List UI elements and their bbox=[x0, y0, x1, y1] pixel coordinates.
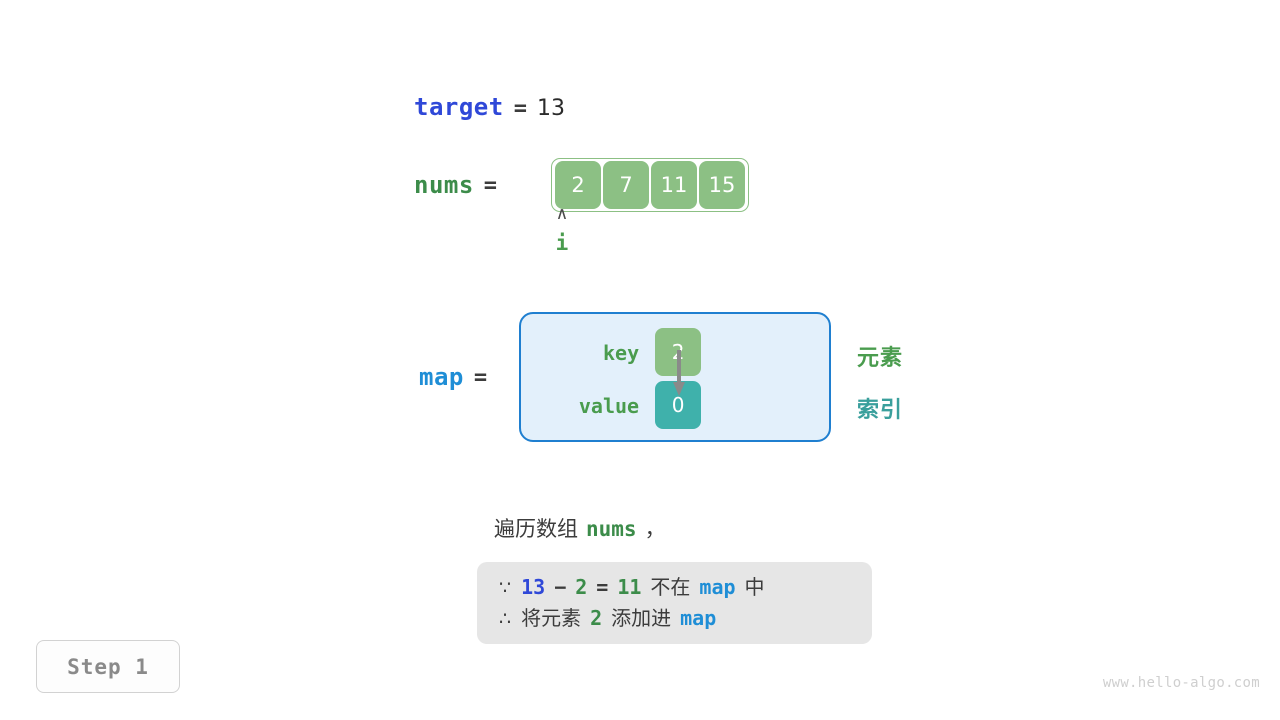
explain-complement-value: 11 bbox=[617, 575, 642, 599]
caption-prefix: 遍历数组 bbox=[494, 517, 578, 541]
explain-line2-map-ref: map bbox=[680, 606, 717, 630]
array-cell: 15 bbox=[699, 161, 746, 209]
explain-line1-end-text: 中 bbox=[744, 575, 765, 599]
explain-current-element: 2 bbox=[575, 575, 588, 599]
explain-line2-middle-text: 添加进 bbox=[611, 606, 672, 630]
explain-added-element: 2 bbox=[590, 606, 603, 630]
map-key-label: key bbox=[602, 341, 640, 365]
target-value: 13 bbox=[536, 96, 565, 121]
explain-minus-operator: − bbox=[554, 575, 567, 599]
map-equals-sign: = bbox=[473, 364, 488, 390]
legend-index-label: 索引 bbox=[857, 398, 904, 423]
nums-assignment-row: nums = 2 7 11 15 bbox=[414, 158, 750, 212]
array-cell: 2 bbox=[555, 161, 602, 209]
explain-line1-map-ref: map bbox=[699, 575, 736, 599]
step-badge: Step 1 bbox=[36, 640, 180, 693]
array-cell: 11 bbox=[651, 161, 698, 209]
explanation-line-1: ∵ 13 − 2 = 11 不在 map 中 bbox=[499, 572, 850, 603]
target-assignment-row: target = 13 bbox=[414, 93, 565, 121]
caption-text: 遍历数组 nums ， bbox=[494, 513, 666, 543]
nums-equals-sign: = bbox=[483, 172, 498, 198]
target-variable-label: target bbox=[414, 93, 504, 121]
map-assignment-row: map = key value 2 0 bbox=[419, 312, 832, 442]
explain-line1-middle-text: 不在 bbox=[650, 575, 691, 599]
because-symbol: ∵ bbox=[499, 577, 512, 599]
watermark-url: www.hello-algo.com bbox=[1102, 675, 1260, 691]
key-to-value-arrow-icon bbox=[673, 350, 686, 396]
explain-target-value: 13 bbox=[521, 575, 546, 599]
explain-line2-start-text: 将元素 bbox=[521, 606, 582, 630]
caption-code-nums: nums bbox=[586, 517, 637, 541]
nums-variable-label: nums bbox=[414, 171, 474, 199]
map-value-label: value bbox=[578, 394, 640, 418]
pointer-variable-label: i bbox=[555, 231, 569, 255]
map-variable-label: map bbox=[419, 363, 464, 391]
index-pointer-group: ∧ i bbox=[533, 204, 591, 255]
explanation-box: ∵ 13 − 2 = 11 不在 map 中 ∴ 将元素 2 添加进 map bbox=[477, 562, 872, 644]
explanation-line-2: ∴ 将元素 2 添加进 map bbox=[499, 603, 850, 634]
target-equals-sign: = bbox=[513, 96, 527, 121]
map-container: key value 2 0 bbox=[519, 312, 832, 442]
nums-array-container: 2 7 11 15 bbox=[551, 158, 750, 212]
caption-suffix: ， bbox=[644, 517, 666, 541]
therefore-symbol: ∴ bbox=[499, 608, 512, 630]
explain-equals-operator: = bbox=[596, 575, 609, 599]
pointer-caret-icon: ∧ bbox=[555, 204, 569, 224]
legend-element-label: 元素 bbox=[857, 346, 904, 371]
array-cell: 7 bbox=[603, 161, 650, 209]
